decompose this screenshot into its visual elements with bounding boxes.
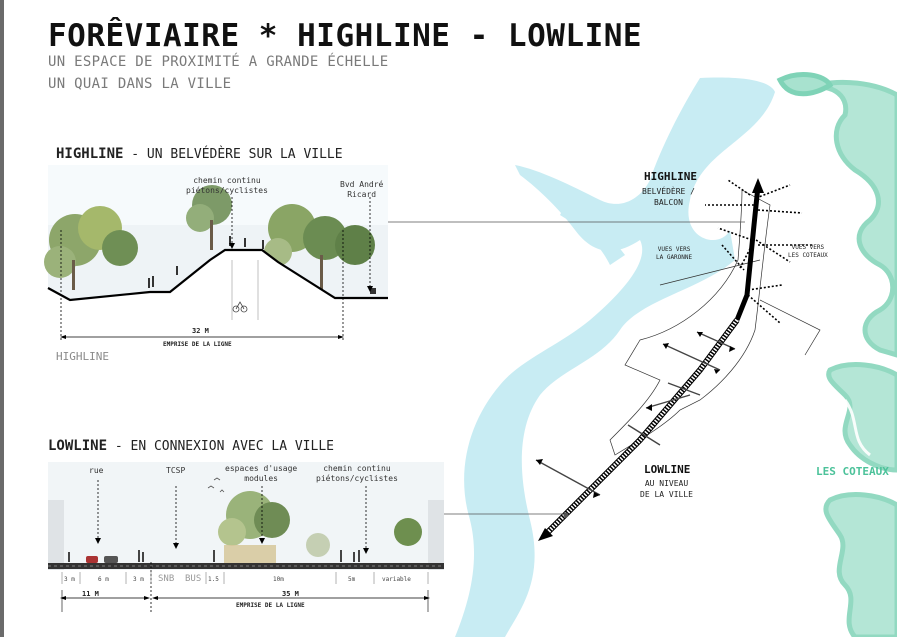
highline-heading: HIGHLINE - UN BELVÉDÈRE SUR LA VILLE [56,146,343,162]
lowline-cross-section [48,462,444,612]
lowline-path [538,318,740,541]
lowline-label-chemin: chemin continu piétons/cyclistes [316,464,398,483]
map-vues-coteaux: VUES VERS LES COTEAUX [788,244,828,259]
highline-label-chemin: chemin continu piétons/cyclistes [186,176,268,195]
view-lines [705,179,812,324]
highline-path [734,178,764,321]
lowline-dim-left: 11 M [82,590,99,598]
lowline-label-espaces: espaces d'usage modules [225,464,298,483]
subtitle-1: UN ESPACE DE PROXIMITÉ A GRANDE ÉCHELLE [48,54,389,70]
measure-7: variable [382,576,411,583]
lowline-dim-caption: EMPRISE DE LA LIGNE [236,602,305,609]
highline-label-bvd: Bvd André Ricard [340,180,384,199]
map-lowline-title: LOWLINE [644,463,691,476]
highline-heading-title: HIGHLINE [56,146,124,162]
highline-cross-section [44,165,388,340]
lowline-label-tcsp: TCSP [166,466,186,475]
highline-dim-value: 32 M [192,327,209,335]
subtitle-2: UN QUAI DANS LA VILLE [48,76,232,92]
lowline-dim-right: 35 M [282,590,299,598]
lowline-heading-desc: - EN CONNEXION AVEC LA VILLE [114,439,334,454]
site-outline [609,189,821,456]
measure-5: 10m [273,576,284,583]
map-highline-sub: BELVÉDÈRE / BALCON [642,187,695,207]
highline-caption: HIGHLINE [56,350,109,363]
highline-heading-desc: - UN BELVÉDÈRE SUR LA VILLE [131,147,343,162]
page-title: FORÊVIAIRE * HIGHLINE - LOWLINE [48,18,643,54]
highline-dim-caption: EMPRISE DE LA LIGNE [163,341,232,348]
road-marking-bus: BUS [185,574,202,584]
lowline-heading: LOWLINE - EN CONNEXION AVEC LA VILLE [48,438,334,454]
map-les-coteaux: LES COTEAUX [816,465,889,478]
lowline-heading-title: LOWLINE [48,438,108,454]
map-vues-garonne: VUES VERS LA GARONNE [656,246,693,261]
page-left-border [0,0,4,637]
measure-2: 6 m [98,576,109,583]
road-marking-snb: SNB [158,574,175,584]
measure-4: 1.5 [208,576,219,583]
connection-arrows [535,331,736,496]
map-lowline-sub: AU NIVEAU DE LA VILLE [640,479,693,499]
hills-coteaux [776,72,897,637]
map-highline-title: HIGHLINE [644,170,697,183]
measure-6: 5m [348,576,356,583]
measure-3: 3 m [133,576,144,583]
lowline-label-rue: rue [89,466,104,475]
river-garonne [455,77,775,637]
measure-1: 3 m [64,576,75,583]
